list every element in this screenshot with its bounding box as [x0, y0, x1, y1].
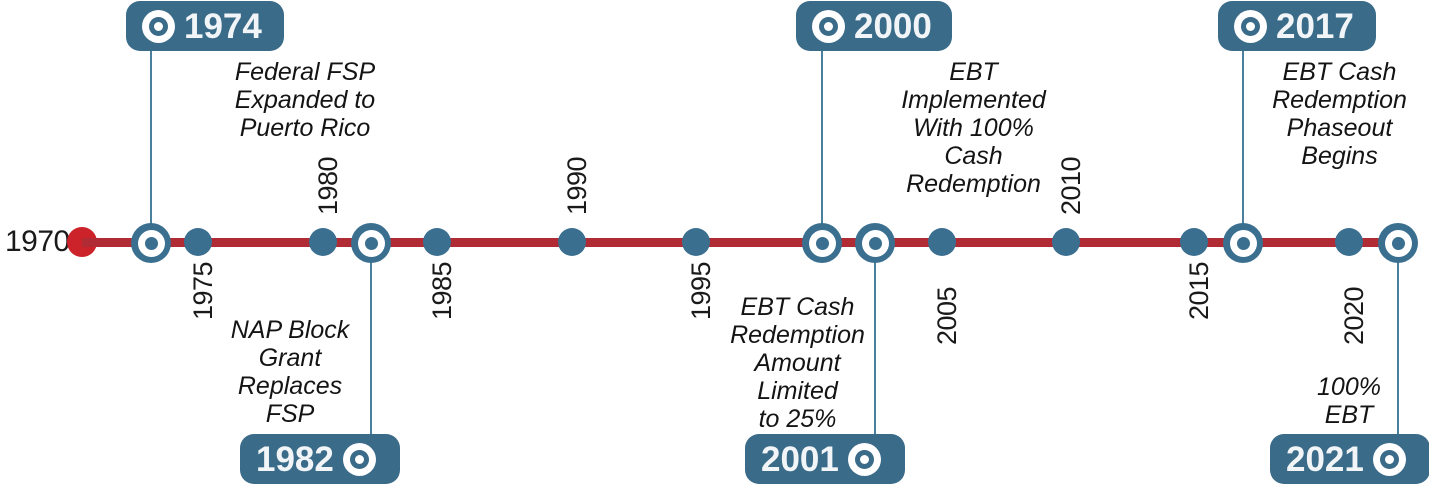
event-description-2017: EBT Cash Redemption Phaseout Begins: [1272, 58, 1407, 170]
connector-2000: [821, 47, 823, 232]
tick-dot-1975: [184, 228, 212, 256]
target-icon: [342, 442, 376, 476]
event-description-1982: NAP Block Grant Replaces FSP: [230, 316, 350, 428]
connector-1982: [370, 252, 372, 440]
event-ring-1974[interactable]: [131, 223, 171, 263]
year-badge-label: 2001: [761, 439, 839, 479]
year-badge-label: 1974: [184, 6, 262, 46]
year-label-1995: 1995: [686, 261, 716, 320]
target-icon-core: [154, 21, 163, 31]
event-ring-core: [815, 236, 829, 250]
event-ring-core: [868, 236, 882, 250]
event-ring-2021[interactable]: [1378, 223, 1418, 263]
tick-dot-2010: [1052, 228, 1080, 256]
target-icon: [1372, 442, 1406, 476]
axis-start-year-label: 1970: [5, 225, 70, 258]
year-badge-2021[interactable]: 2021: [1270, 434, 1429, 484]
event-ring-core: [1391, 236, 1405, 250]
year-badge-1982[interactable]: 1982: [240, 434, 400, 484]
target-icon-core: [1246, 21, 1255, 31]
connector-2001: [874, 252, 876, 440]
connector-2021: [1397, 252, 1399, 440]
target-icon-hole: [1241, 16, 1260, 36]
year-badge-2000[interactable]: 2000: [796, 1, 952, 51]
target-icon-core: [859, 454, 869, 464]
event-ring-mid: [1229, 229, 1257, 257]
year-badge-label: 2000: [854, 6, 932, 46]
target-icon-hole: [819, 16, 838, 36]
event-ring-mid: [808, 229, 836, 257]
target-icon-hole: [1379, 449, 1399, 469]
target-icon-hole: [149, 16, 168, 36]
event-description-2021: 100% EBT: [1317, 373, 1381, 429]
event-ring-mid: [1384, 229, 1412, 257]
tick-dot-1985: [423, 228, 451, 256]
tick-dot-1990: [558, 228, 586, 256]
year-label-2015: 2015: [1184, 261, 1214, 320]
target-icon: [847, 442, 881, 476]
tick-dot-1995: [682, 228, 710, 256]
year-label-1975: 1975: [188, 261, 218, 320]
tick-dot-2005: [928, 228, 956, 256]
target-icon: [142, 9, 175, 43]
target-icon-hole: [349, 449, 369, 469]
year-badge-label: 2017: [1276, 6, 1354, 46]
event-ring-2001[interactable]: [855, 223, 895, 263]
tick-dot-1980: [309, 228, 337, 256]
timeline-axis-line: [82, 238, 1402, 247]
connector-2017: [1242, 47, 1244, 232]
target-icon: [812, 9, 845, 43]
target-icon-core: [1384, 454, 1394, 464]
year-label-2020: 2020: [1339, 286, 1369, 345]
event-ring-mid: [137, 229, 165, 257]
event-ring-mid: [861, 229, 889, 257]
event-description-2001: EBT Cash Redemption Amount Limited to 25…: [730, 293, 865, 433]
event-ring-core: [144, 236, 158, 250]
tick-dot-2015: [1180, 228, 1208, 256]
year-label-1985: 1985: [427, 261, 457, 320]
event-description-1974: Federal FSP Expanded to Puerto Rico: [234, 58, 376, 142]
event-description-2000: EBT Implemented With 100% Cash Redemptio…: [901, 58, 1046, 198]
year-badge-1974[interactable]: 1974: [126, 1, 284, 51]
year-badge-2017[interactable]: 2017: [1218, 1, 1376, 51]
year-label-2005: 2005: [932, 286, 962, 345]
event-ring-mid: [357, 229, 385, 257]
event-ring-1982[interactable]: [351, 223, 391, 263]
target-icon: [1234, 9, 1267, 43]
event-ring-2000[interactable]: [802, 223, 842, 263]
event-ring-2017[interactable]: [1223, 223, 1263, 263]
year-badge-2001[interactable]: 2001: [745, 434, 905, 484]
year-badge-label: 2021: [1286, 439, 1364, 479]
year-label-1990: 1990: [562, 156, 592, 215]
target-icon-core: [824, 21, 833, 31]
target-icon-core: [354, 454, 364, 464]
target-icon-hole: [854, 449, 874, 469]
event-ring-core: [1236, 236, 1250, 250]
year-label-1980: 1980: [313, 156, 343, 215]
event-ring-core: [364, 236, 378, 250]
year-badge-label: 1982: [256, 439, 334, 479]
tick-dot-2020: [1335, 228, 1363, 256]
connector-1974: [150, 47, 152, 232]
